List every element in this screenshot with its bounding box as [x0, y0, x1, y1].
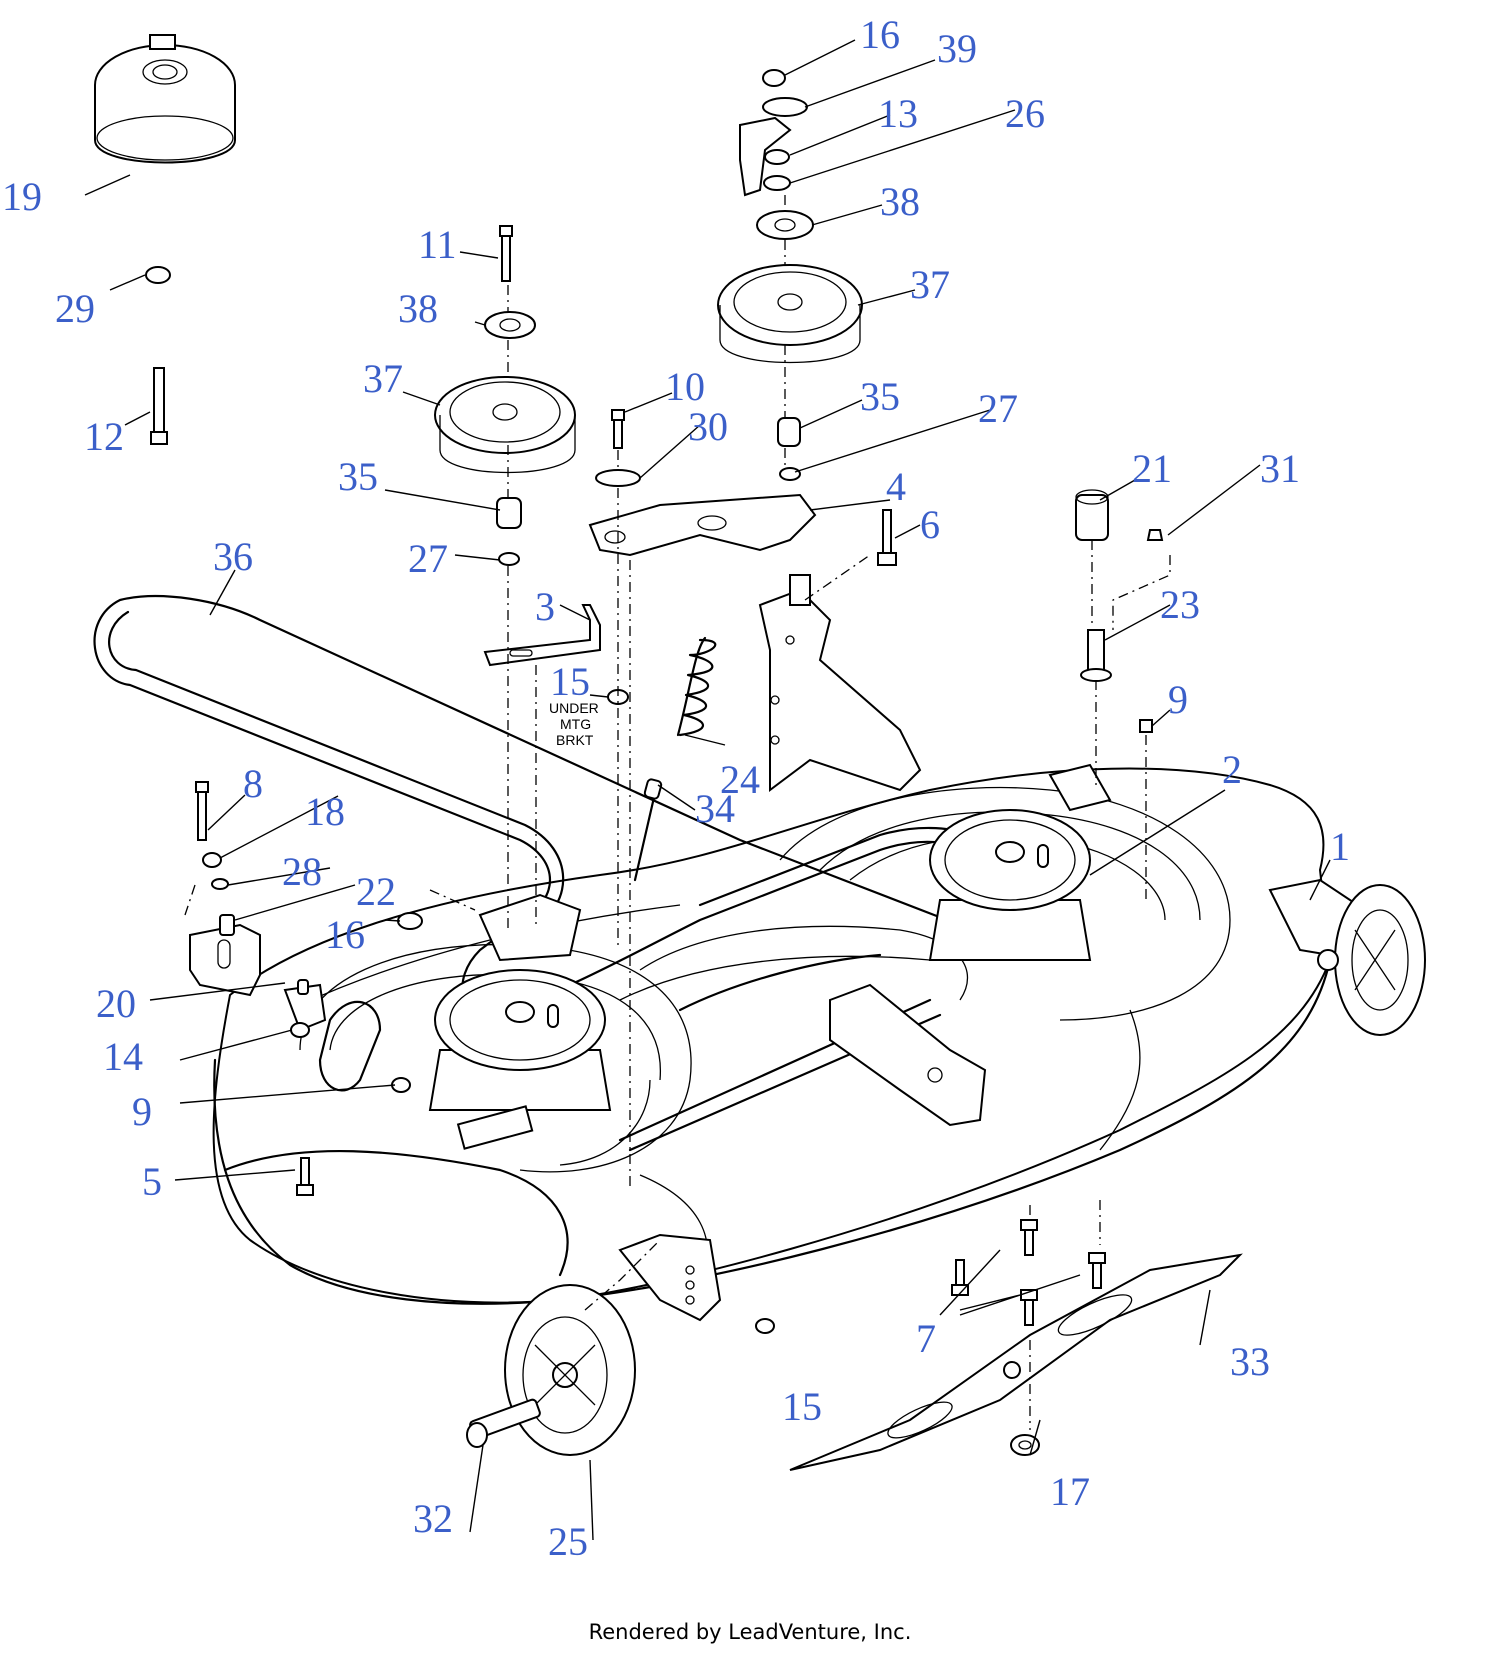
- callout-35a: 35: [338, 454, 378, 499]
- leader-lines: [84, 39, 1331, 1541]
- bracket-20: [189, 923, 327, 1032]
- callout-38a: 38: [398, 286, 438, 331]
- callout-9a: 9: [1168, 677, 1188, 722]
- callout-34: 34: [695, 786, 735, 831]
- callout-14: 14: [103, 1034, 143, 1079]
- callout-10: 10: [665, 364, 705, 409]
- callout-6: 6: [920, 502, 940, 547]
- callout-1: 1: [1330, 824, 1350, 869]
- right-wheel-assembly: [1268, 878, 1426, 1036]
- callout-12: 12: [84, 414, 124, 459]
- under-mtg-brkt-note: UNDER MTG BRKT: [549, 700, 599, 748]
- callout-22: 22: [356, 869, 396, 914]
- callout-38b: 38: [880, 179, 920, 224]
- callout-13: 13: [878, 91, 918, 136]
- callout-35b: 35: [860, 374, 900, 419]
- front-wheel-assembly: [466, 1233, 722, 1456]
- callouts: 1 2 3 4 5 6 7 8 9 9 10 11 12 13 14 15 15…: [2, 12, 1350, 1564]
- callout-33: 33: [1230, 1339, 1270, 1384]
- callout-26: 26: [1005, 91, 1045, 136]
- callout-27b: 27: [408, 536, 448, 581]
- callout-24: 24: [720, 757, 760, 802]
- callout-15b: 15: [782, 1384, 822, 1429]
- callout-18: 18: [305, 789, 345, 834]
- callout-20: 20: [96, 981, 136, 1026]
- callout-31: 31: [1260, 446, 1300, 491]
- note-line-1: UNDER: [549, 700, 599, 716]
- alignment-lines: [184, 195, 1171, 1430]
- callout-25: 25: [548, 1519, 588, 1564]
- note-line-3: BRKT: [556, 732, 594, 748]
- callout-23: 23: [1160, 582, 1200, 627]
- callout-5: 5: [142, 1159, 162, 1204]
- callout-9b: 9: [132, 1089, 152, 1134]
- callout-15a: 15: [550, 659, 590, 704]
- callout-2: 2: [1222, 747, 1242, 792]
- callout-3: 3: [535, 584, 555, 629]
- callout-17: 17: [1050, 1469, 1090, 1514]
- callout-21: 21: [1132, 446, 1172, 491]
- callout-8: 8: [243, 761, 263, 806]
- deck-shell: [212, 767, 1332, 1305]
- note-line-2: MTG: [560, 716, 591, 732]
- left-spindle-pulley: [428, 969, 612, 1150]
- callout-32: 32: [413, 1496, 453, 1541]
- callout-19: 19: [2, 174, 42, 219]
- center-mount-bracket: [478, 893, 987, 1127]
- callout-27a: 27: [978, 386, 1018, 431]
- callout-37b: 37: [910, 262, 950, 307]
- callout-36: 36: [213, 534, 253, 579]
- callout-4: 4: [886, 464, 906, 509]
- mower-blade: [789, 1253, 1243, 1471]
- right-spindle-pulley: [928, 809, 1092, 961]
- idler-arm-bracket: [758, 574, 1112, 812]
- callout-30: 30: [688, 404, 728, 449]
- callout-37a: 37: [363, 356, 403, 401]
- callout-16b: 16: [325, 912, 365, 957]
- callout-29: 29: [55, 286, 95, 331]
- callout-39: 39: [937, 26, 977, 71]
- callout-16a: 16: [860, 12, 900, 57]
- callout-7: 7: [916, 1316, 936, 1361]
- callout-11: 11: [418, 222, 457, 267]
- callout-28: 28: [282, 849, 322, 894]
- render-credit: Rendered by LeadVenture, Inc.: [588, 1620, 912, 1644]
